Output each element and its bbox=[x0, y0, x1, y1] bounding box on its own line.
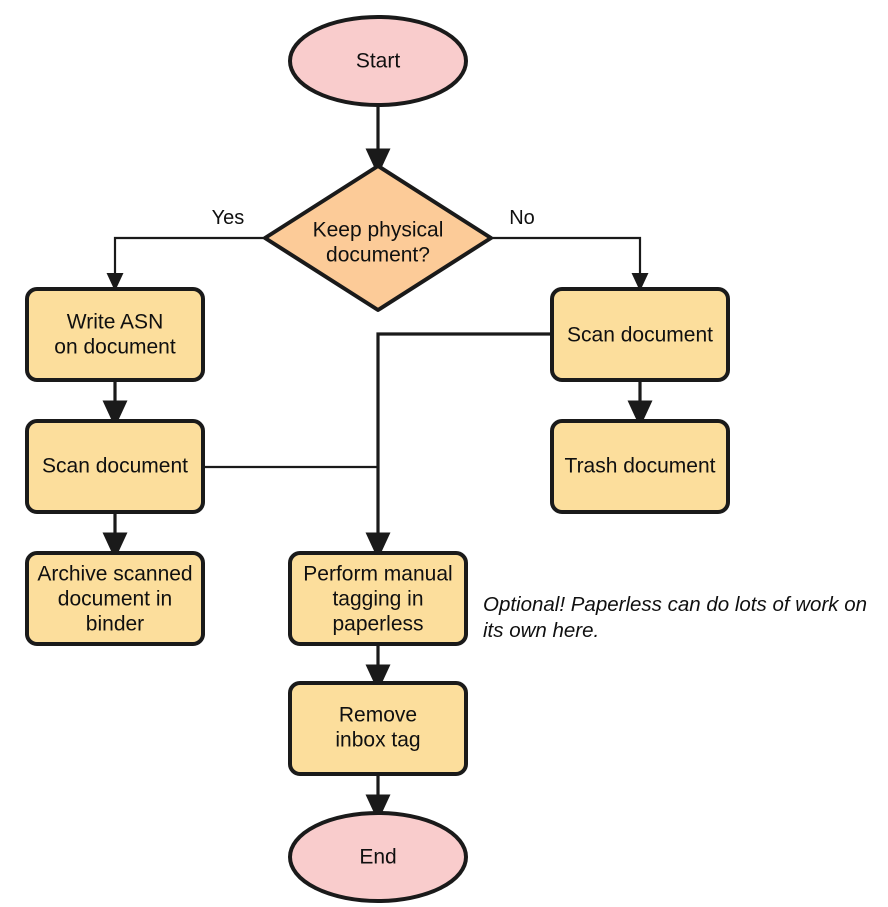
node-scan-document-right[interactable]: Scan document bbox=[550, 287, 730, 382]
node-remove-inbox-tag[interactable]: Remove inbox tag bbox=[288, 681, 468, 776]
archive-label-line1: Archive scanned bbox=[37, 563, 192, 586]
manual-tagging-box bbox=[288, 551, 468, 646]
node-scan-document-left[interactable]: Scan document bbox=[25, 419, 205, 514]
node-start[interactable]: Start bbox=[288, 15, 468, 107]
node-decision-keep-physical-document[interactable]: Keep physical document? bbox=[263, 164, 493, 312]
node-end[interactable]: End bbox=[288, 811, 468, 903]
decision-label-line2: document? bbox=[326, 244, 430, 267]
archive-label-line2: document in bbox=[58, 588, 172, 611]
remove-inbox-box bbox=[288, 681, 468, 776]
write-asn-label-line2: on document bbox=[54, 336, 176, 359]
node-write-asn-on-document[interactable]: Write ASN on document bbox=[25, 287, 205, 382]
edge-decision-no-to-scan-right: No bbox=[491, 207, 649, 292]
manual-tagging-label-line1: Perform manual bbox=[303, 563, 452, 586]
remove-inbox-label-line2: inbox tag bbox=[335, 729, 420, 752]
end-ellipse bbox=[288, 811, 468, 903]
remove-inbox-label-line1: Remove bbox=[339, 704, 417, 727]
annotation-line1: Optional! Paperless can do lots of work … bbox=[483, 593, 867, 616]
edge-label-no: No bbox=[509, 207, 535, 229]
edge-decision-yes-to-write-asn: Yes bbox=[106, 207, 265, 292]
end-label: End bbox=[359, 846, 396, 869]
node-trash-document[interactable]: Trash document bbox=[550, 419, 730, 514]
scan-document-left-box bbox=[25, 419, 205, 514]
manual-tagging-label-line2: tagging in bbox=[332, 588, 423, 611]
start-label: Start bbox=[356, 50, 401, 73]
decision-diamond bbox=[263, 164, 493, 312]
write-asn-box bbox=[25, 287, 205, 382]
annotation-optional-paperless: Optional! Paperless can do lots of work … bbox=[483, 593, 867, 642]
archive-box bbox=[25, 551, 205, 646]
trash-document-box bbox=[550, 419, 730, 514]
node-perform-manual-tagging[interactable]: Perform manual tagging in paperless bbox=[288, 551, 468, 646]
manual-tagging-label-line3: paperless bbox=[332, 613, 423, 636]
start-ellipse bbox=[288, 15, 468, 107]
scan-document-right-box bbox=[550, 287, 730, 382]
annotation-line2: its own here. bbox=[483, 619, 599, 642]
edge-scan-right-to-manual-tagging bbox=[365, 332, 552, 560]
decision-label-line1: Keep physical bbox=[313, 219, 444, 242]
scan-document-left-label: Scan document bbox=[42, 455, 188, 478]
scan-document-right-label: Scan document bbox=[567, 324, 713, 347]
edge-label-yes: Yes bbox=[212, 207, 245, 229]
trash-document-label: Trash document bbox=[565, 455, 716, 478]
write-asn-label-line1: Write ASN bbox=[67, 311, 163, 334]
archive-label-line3: binder bbox=[86, 613, 144, 636]
node-archive-scanned-document[interactable]: Archive scanned document in binder bbox=[25, 551, 205, 646]
